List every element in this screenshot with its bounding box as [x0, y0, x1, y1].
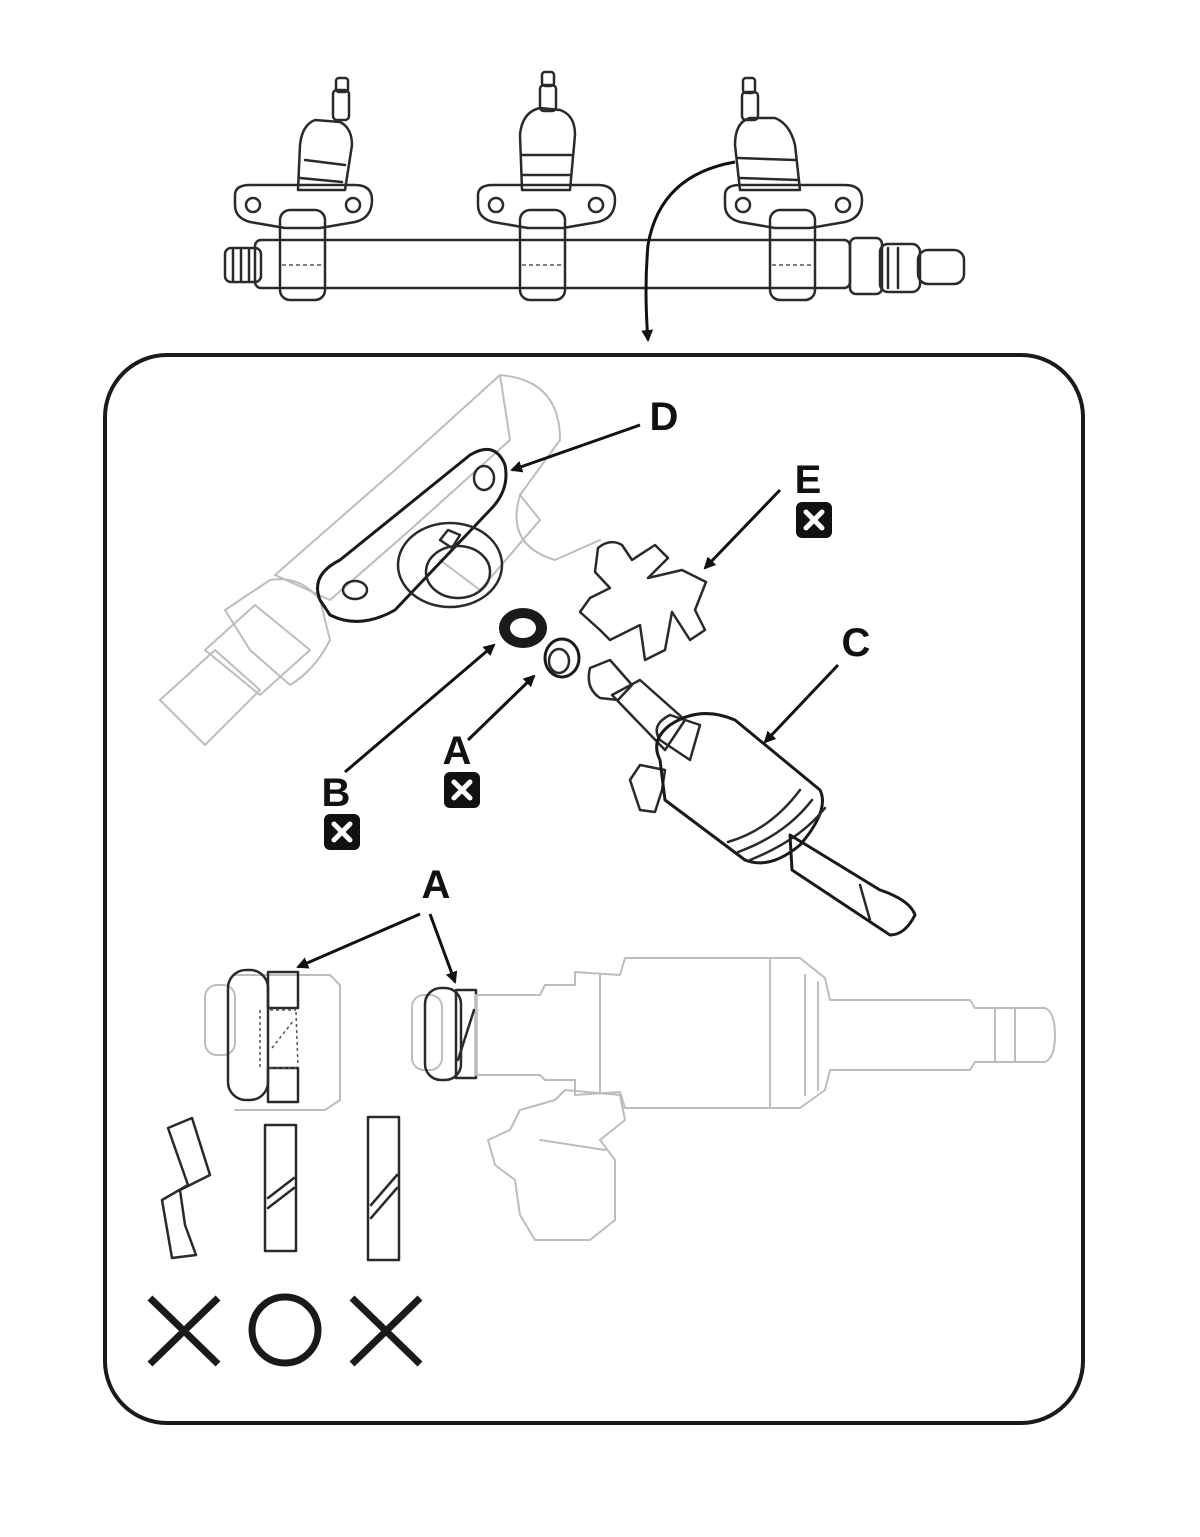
part-e-retaining-clip — [578, 540, 708, 662]
part-a-backup-ring — [543, 637, 581, 679]
leader-lines — [296, 423, 840, 984]
wrong-mark-icon — [349, 1295, 423, 1367]
fuel-rail-assembly — [223, 70, 966, 342]
part-b-o-ring — [499, 608, 547, 648]
injector-side-view — [411, 957, 1056, 1241]
rail-injector-2 — [476, 70, 617, 302]
callout-c: C — [842, 621, 871, 665]
do-not-reuse-icon — [796, 502, 832, 538]
rail-injector-1 — [233, 76, 374, 302]
rail-injector-3 — [723, 76, 864, 302]
part-c-injector — [587, 658, 917, 937]
part-d-injector-holder — [316, 447, 508, 623]
do-not-reuse-icon — [444, 772, 480, 808]
detail-frame — [103, 353, 1085, 1425]
wrong-mark-icon — [147, 1295, 221, 1367]
detail-arrow-icon — [641, 160, 736, 342]
correct-mark-icon — [248, 1293, 322, 1367]
ghost-rail-section — [159, 374, 601, 746]
seal-orientation-samples — [160, 1115, 401, 1262]
callout-a-lower: A — [422, 863, 451, 907]
do-not-reuse-icon — [324, 814, 360, 850]
seal-installed-view — [204, 968, 341, 1111]
callout-d: D — [650, 395, 679, 439]
callout-a-upper: A — [443, 729, 472, 773]
callout-e: E — [795, 458, 822, 502]
orientation-marks — [147, 1293, 423, 1367]
callout-b: B — [322, 771, 351, 815]
